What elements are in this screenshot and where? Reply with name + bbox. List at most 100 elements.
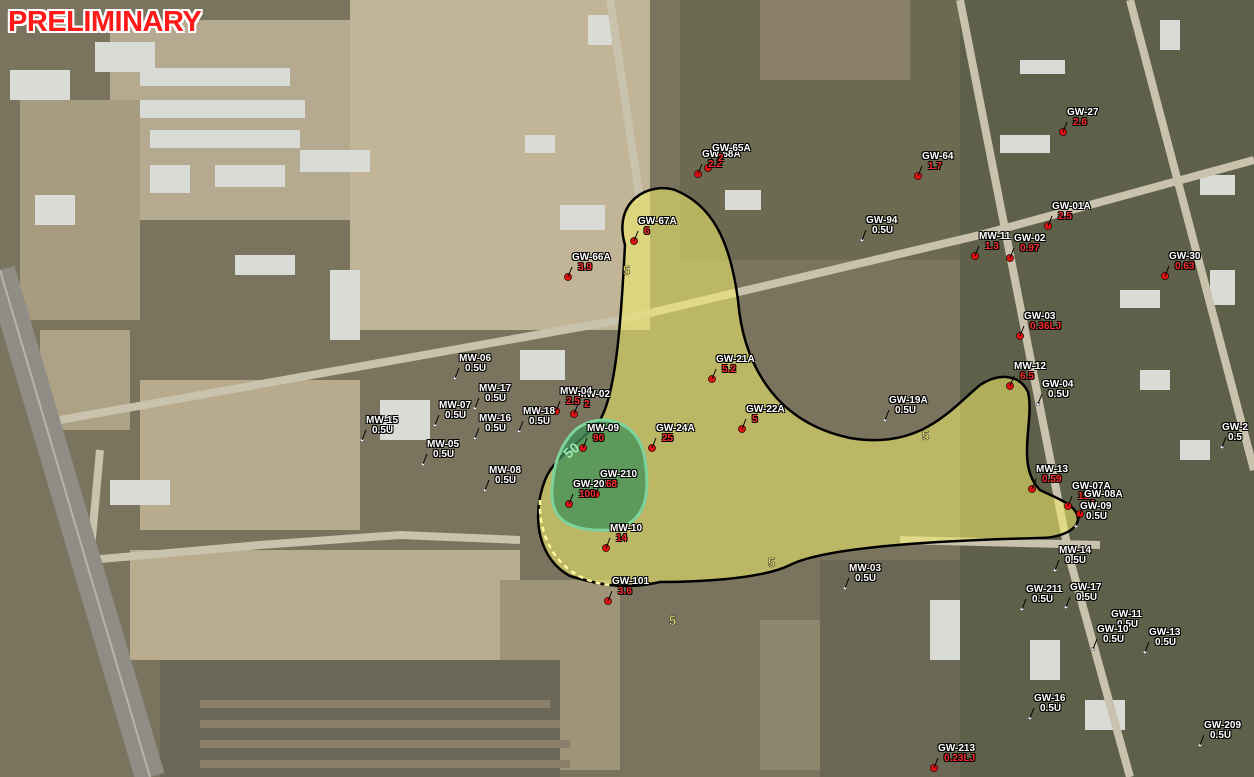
well-value: 2 [1090,499,1096,510]
well-value: 0.23LJ [944,753,976,764]
well-leader-mw-13 [1031,478,1037,490]
well-value: 6.5 [1020,371,1034,382]
contour-label-5-b: 5 [922,428,929,443]
plume-5-inferred-segment [538,499,611,587]
well-id: GW-67A [638,216,677,227]
well-leader-gw-66a [567,266,573,278]
well-value: 2.5 [566,396,580,407]
well-leader-gw-09 [1075,515,1081,527]
well-leader-mw-11 [974,245,980,257]
well-id: GW-30 [1169,251,1201,262]
well-leader-mw-03 [844,577,850,589]
well-value: 0.59 [1042,474,1062,485]
well-id: GW-65A [712,143,751,154]
well-value: 0.5U [433,449,455,460]
well-leader-gw-04 [1037,393,1043,405]
well-leader-gw-08a [1079,503,1085,515]
well-id: GW-02 [1014,233,1046,244]
well-value: 0.5U [445,410,467,421]
well-value: 0.5U [895,405,917,416]
well-leader-gw-67a [633,230,639,242]
well-value: 0.5U [1048,389,1070,400]
well-leader-mw-02 [573,403,579,415]
well-id: GW-10 [1097,624,1129,635]
well-leader-gw-213 [933,757,939,769]
well-id: MW-12 [1014,361,1047,372]
well-id: GW-08A [1084,489,1123,500]
well-leader-gw-07a [1067,495,1073,507]
well-id: GW-16 [1034,693,1066,704]
well-id: MW-08 [489,465,522,476]
well-leader-gw-02 [1009,247,1015,259]
well-id: MW-04 [560,386,593,397]
well-leader-gw-2 [1221,436,1227,448]
well-id: MW-07 [439,400,472,411]
well-value: 1.7 [928,161,942,172]
well-id: MW-09 [587,423,620,434]
well-value: 0.5U [1065,555,1087,566]
well-value: 2.2 [708,159,722,170]
well-value: 2.5 [1058,211,1072,222]
well-id: GW-64 [922,151,954,162]
well-leader-gw-17 [1065,596,1071,608]
well-value: 0.5U [872,225,894,236]
well-value: 2 [584,399,590,410]
well-value: 0.5U [372,425,394,436]
well-value: 6 [644,226,650,237]
well-leader-gw-16 [1029,707,1035,719]
well-id: GW-211 [1026,584,1063,595]
well-id: GW-22A [746,404,785,415]
well-id: GW-213 [938,743,976,754]
well-leader-gw-24a [651,437,657,449]
